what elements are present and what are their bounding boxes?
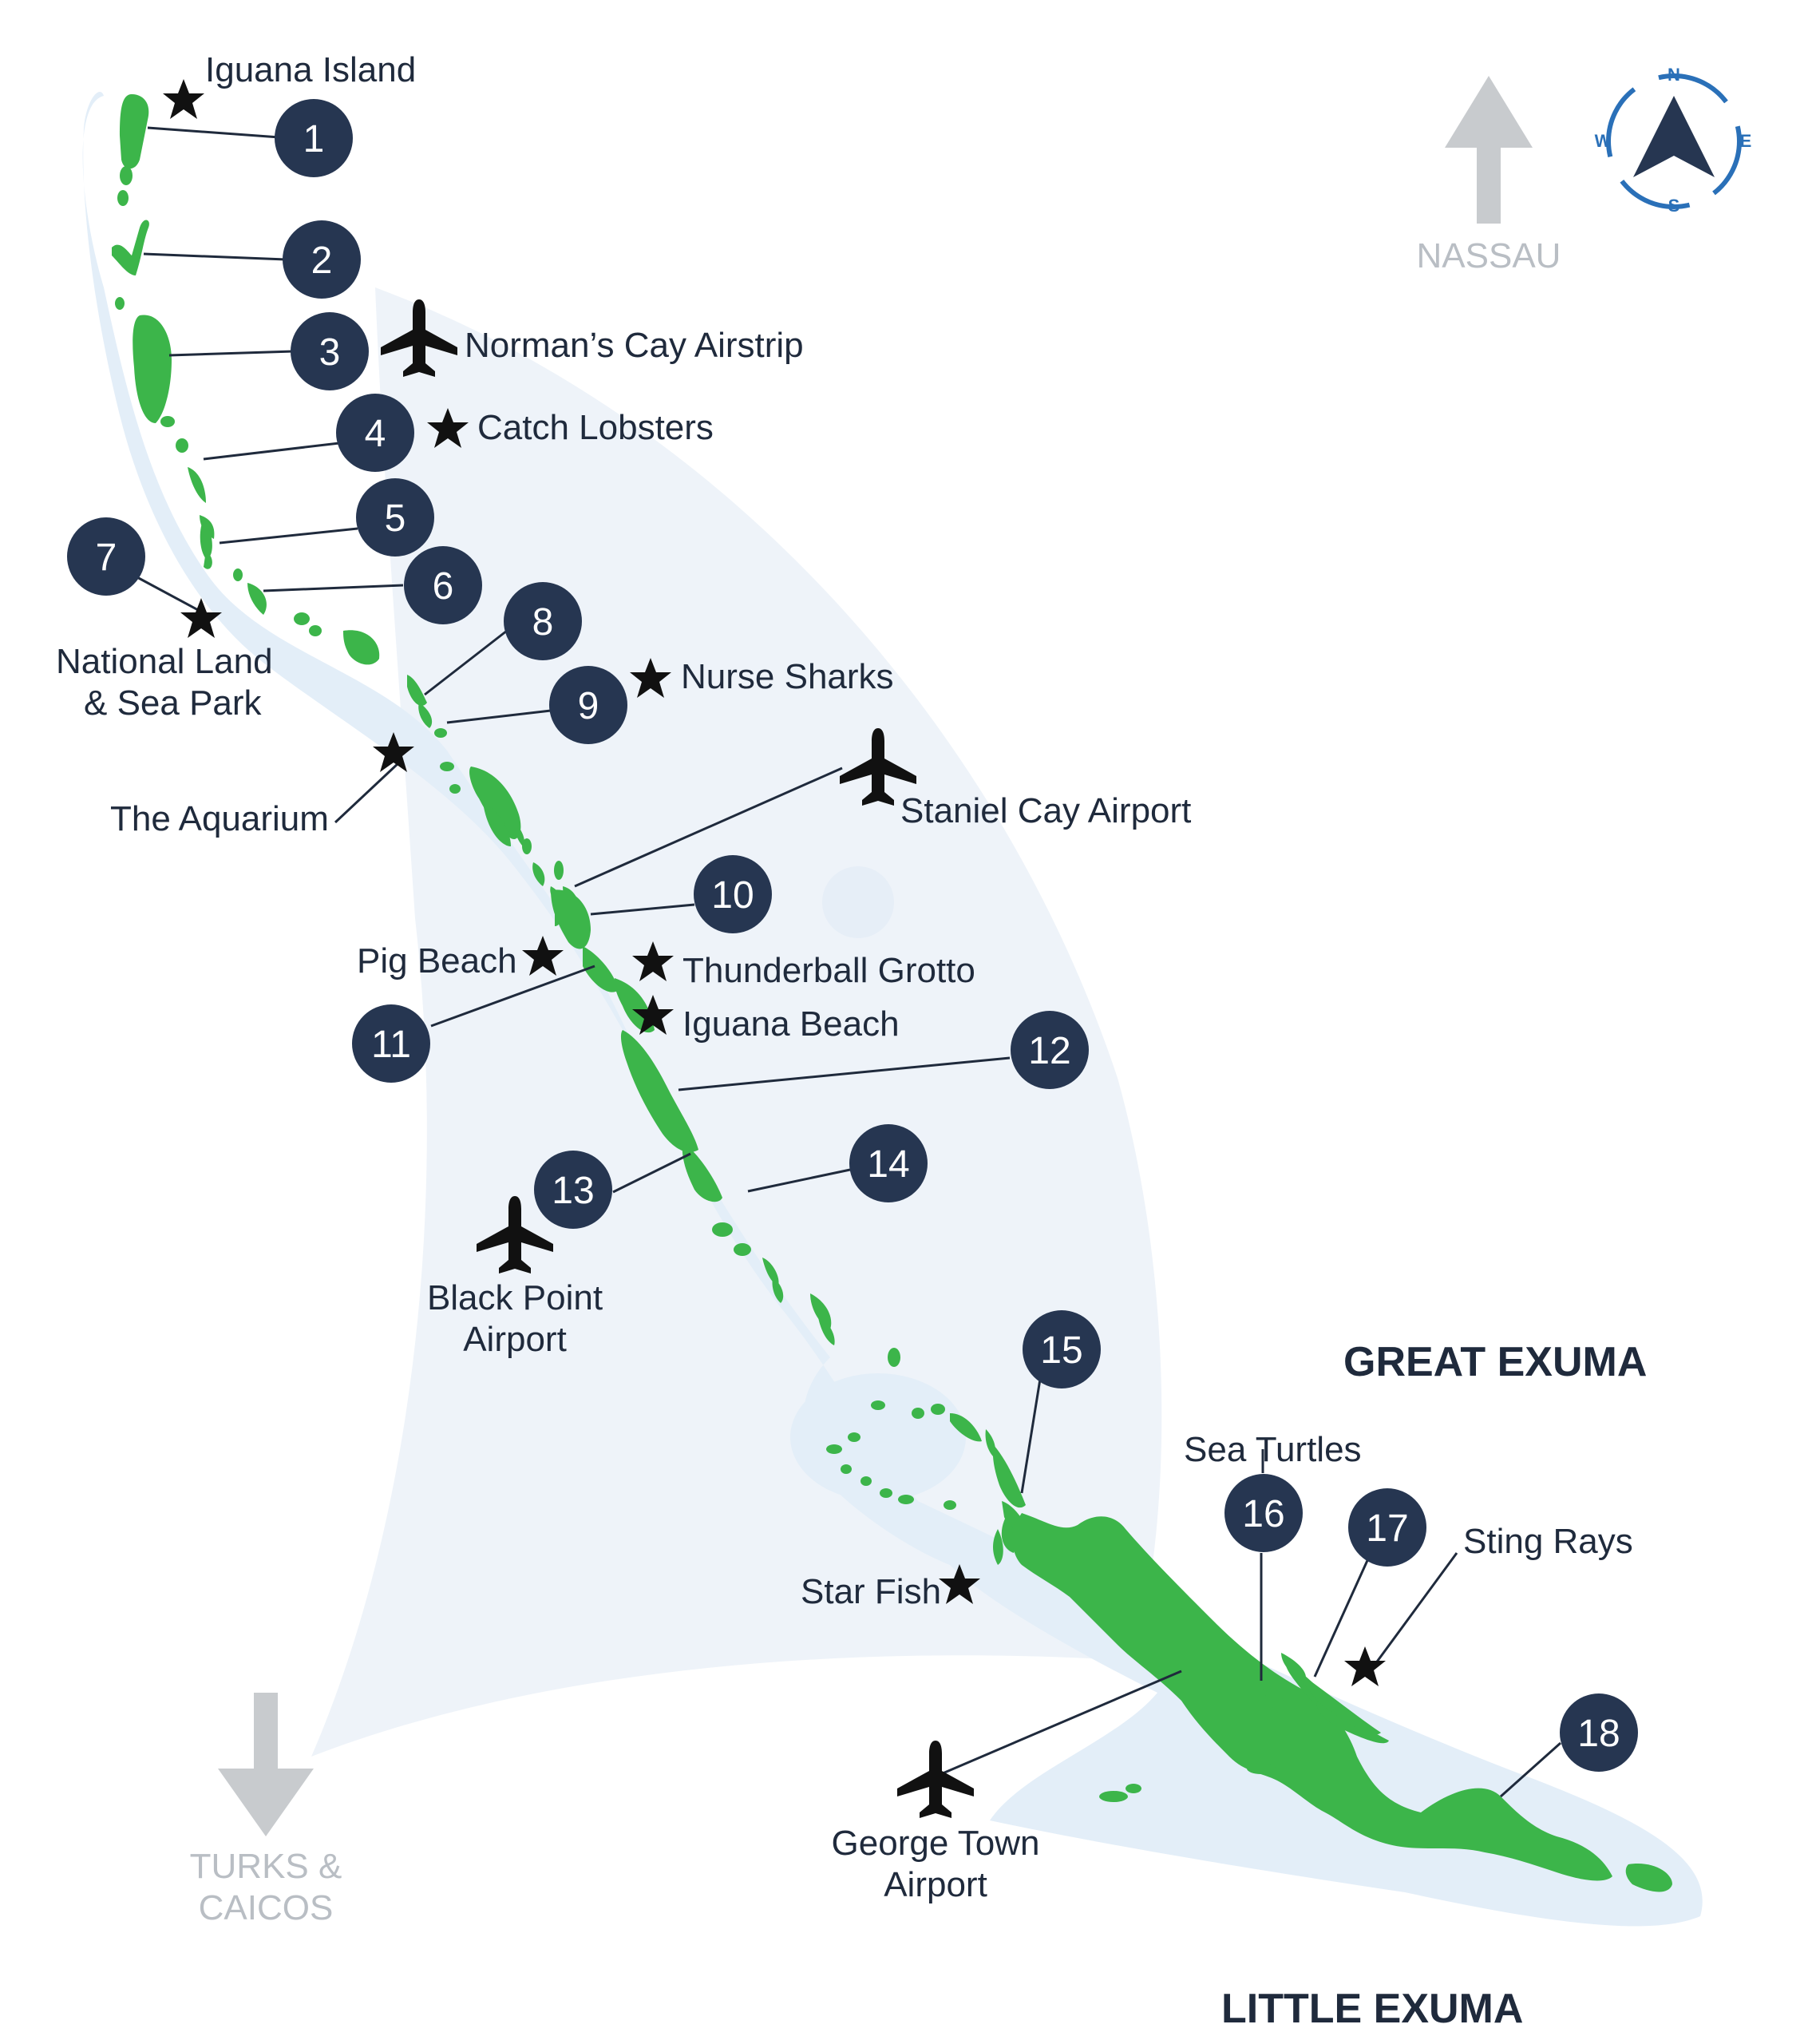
compass-icon: N E S W xyxy=(1595,65,1752,216)
region-great-exuma: GREAT EXUMA xyxy=(1343,1339,1647,1385)
label-george-town-2: Airport xyxy=(884,1865,987,1904)
marker-16[interactable]: 16 xyxy=(1224,1474,1303,1552)
marker-3[interactable]: 3 xyxy=(291,312,369,390)
marker-14-label: 14 xyxy=(867,1143,909,1186)
marker-6-label: 6 xyxy=(433,565,454,608)
marker-3-label: 3 xyxy=(319,331,341,374)
marker-4[interactable]: 4 xyxy=(336,394,414,472)
marker-8[interactable]: 8 xyxy=(504,582,582,660)
label-iguana-beach: Iguana Beach xyxy=(682,1004,900,1044)
marker-15-label: 15 xyxy=(1040,1329,1082,1372)
marker-9[interactable]: 9 xyxy=(549,666,627,744)
label-national-park-2: & Sea Park xyxy=(84,683,263,723)
marker-12[interactable]: 12 xyxy=(1011,1011,1089,1089)
label-sting-rays: Sting Rays xyxy=(1463,1522,1633,1561)
place-labels: Iguana Island Norman’s Cay Airstrip Catc… xyxy=(56,50,1633,1904)
compass-e: E xyxy=(1740,131,1752,151)
label-normans-cay: Norman’s Cay Airstrip xyxy=(465,326,804,365)
marker-12-label: 12 xyxy=(1028,1030,1070,1072)
marker-17-label: 17 xyxy=(1366,1507,1408,1550)
marker-7-label: 7 xyxy=(96,537,117,579)
compass-w: W xyxy=(1595,131,1612,151)
marker-8-label: 8 xyxy=(532,601,554,644)
direction-south-line2: CAICOS xyxy=(199,1888,334,1927)
direction-south-line1: TURKS & xyxy=(190,1847,342,1886)
marker-18-label: 18 xyxy=(1577,1713,1620,1755)
marker-10-label: 10 xyxy=(711,874,754,917)
arrow-down-icon xyxy=(218,1693,314,1836)
marker-1[interactable]: 1 xyxy=(275,99,353,177)
marker-18[interactable]: 18 xyxy=(1560,1693,1638,1772)
label-catch-lobsters: Catch Lobsters xyxy=(477,408,714,447)
number-markers: 1 2 3 4 5 6 7 8 9 10 11 12 13 14 15 16 1… xyxy=(67,99,1638,1772)
shallow-water-ring xyxy=(790,1373,966,1501)
arrow-up-icon xyxy=(1445,76,1533,224)
marker-2-label: 2 xyxy=(311,240,333,282)
compass-n: N xyxy=(1668,65,1680,85)
marker-11[interactable]: 11 xyxy=(352,1004,430,1083)
background-circle xyxy=(822,866,894,938)
compass-s: S xyxy=(1668,196,1680,216)
airplane-icon xyxy=(897,1741,974,1818)
label-black-point-2: Airport xyxy=(463,1320,567,1359)
marker-7[interactable]: 7 xyxy=(67,517,145,596)
label-iguana-island: Iguana Island xyxy=(205,50,416,89)
label-staniel-cay: Staniel Cay Airport xyxy=(900,791,1191,830)
label-aquarium: The Aquarium xyxy=(110,799,329,838)
island-chain xyxy=(112,94,1672,1892)
region-little-exuma: LITTLE EXUMA xyxy=(1221,1986,1523,2032)
direction-north-label: NASSAU xyxy=(1417,236,1561,275)
marker-5[interactable]: 5 xyxy=(356,478,434,557)
leader-lines xyxy=(135,126,1561,1798)
label-national-park-1: National Land xyxy=(56,642,273,681)
marker-2[interactable]: 2 xyxy=(283,220,361,299)
marker-10[interactable]: 10 xyxy=(694,855,772,933)
marker-4-label: 4 xyxy=(365,413,386,455)
label-pig-beach: Pig Beach xyxy=(357,941,517,980)
marker-6[interactable]: 6 xyxy=(404,546,482,624)
label-star-fish: Star Fish xyxy=(801,1572,941,1611)
label-thunderball: Thunderball Grotto xyxy=(682,951,975,990)
marker-11-label: 11 xyxy=(371,1024,411,1066)
star-icon xyxy=(1344,1646,1386,1686)
marker-5-label: 5 xyxy=(385,497,406,540)
marker-14[interactable]: 14 xyxy=(849,1124,928,1202)
label-nurse-sharks: Nurse Sharks xyxy=(681,657,894,696)
marker-15[interactable]: 15 xyxy=(1023,1310,1101,1388)
marker-13-label: 13 xyxy=(552,1170,594,1212)
label-sea-turtles: Sea Turtles xyxy=(1184,1430,1362,1469)
marker-1-label: 1 xyxy=(303,118,325,160)
marker-16-label: 16 xyxy=(1242,1493,1284,1535)
label-black-point-1: Black Point xyxy=(427,1278,603,1317)
label-george-town-1: George Town xyxy=(832,1824,1040,1863)
marker-17[interactable]: 17 xyxy=(1348,1488,1426,1567)
marker-13[interactable]: 13 xyxy=(534,1151,612,1229)
star-icon xyxy=(163,79,204,119)
marker-9-label: 9 xyxy=(578,685,599,727)
